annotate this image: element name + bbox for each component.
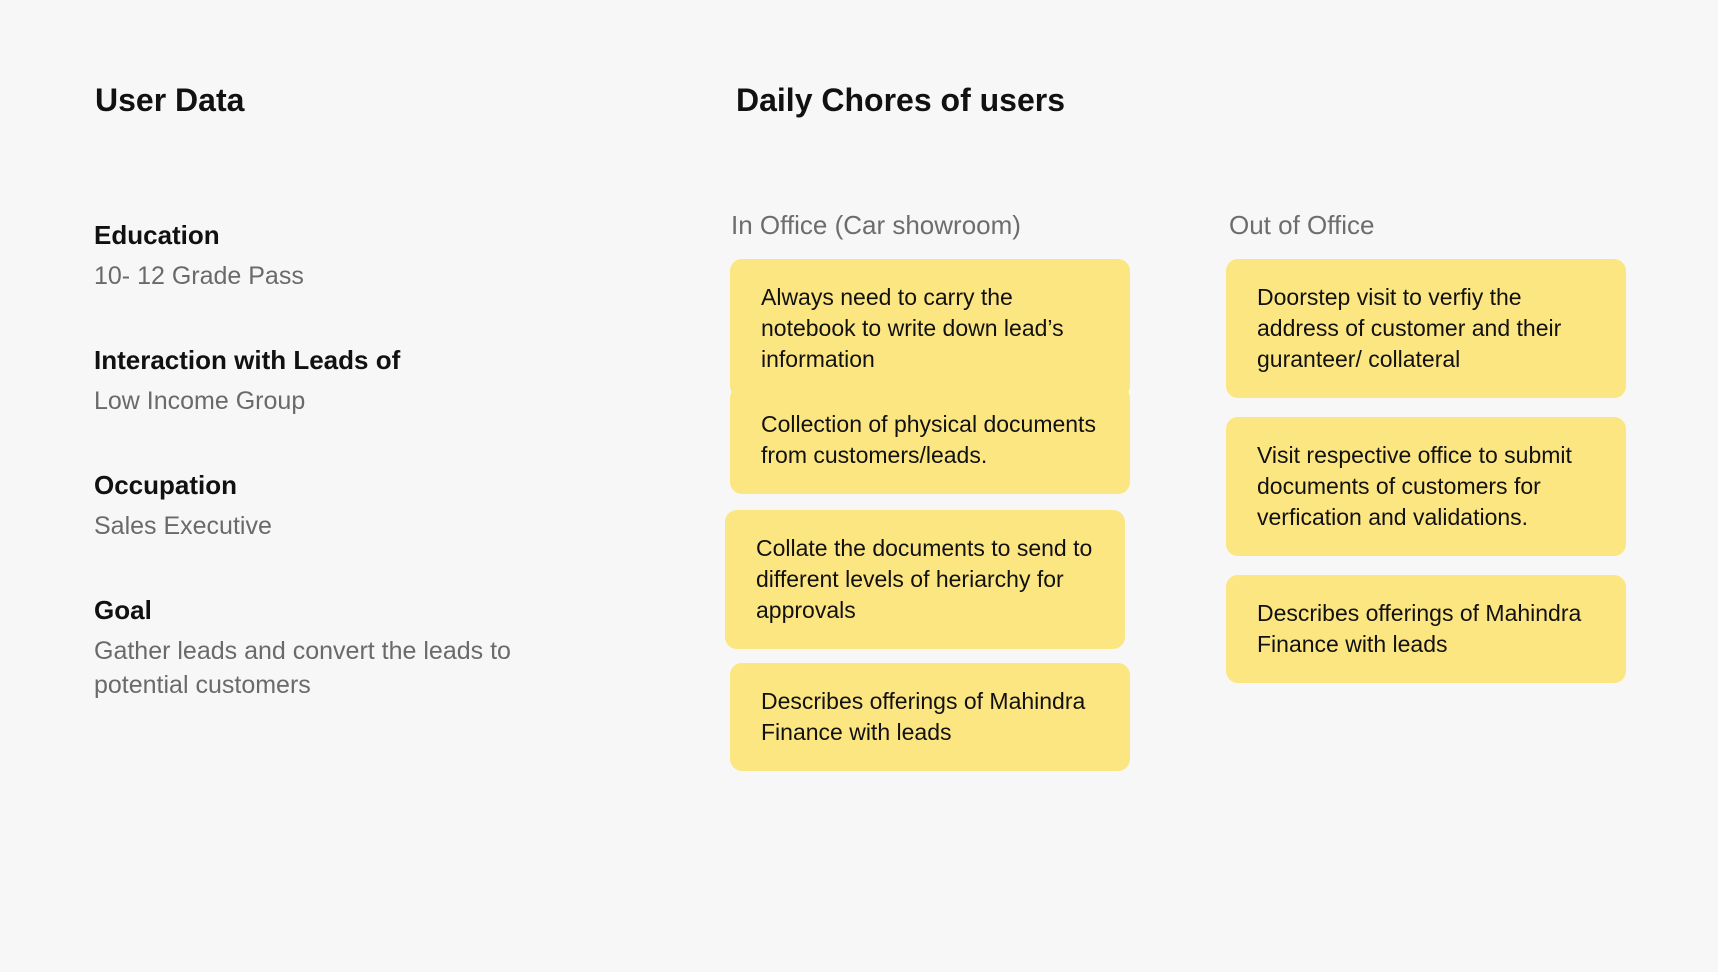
education-value: 10- 12 Grade Pass — [94, 262, 304, 290]
out-of-office-title: Out of Office — [1229, 210, 1375, 240]
in-office-card: Describes offerings of Mahindra Finance … — [730, 663, 1130, 771]
goal-value: Gather leads and convert the leads to po… — [94, 637, 511, 699]
interaction-value: Low Income Group — [94, 387, 306, 415]
daily-chores-heading: Daily Chores of users — [736, 82, 1065, 118]
interaction-label: Interaction with Leads of — [94, 345, 401, 375]
in-office-card: Collate the documents to send to differe… — [725, 510, 1125, 649]
out-of-office-card: Describes offerings of Mahindra Finance … — [1226, 575, 1626, 683]
in-office-card: Always need to carry the notebook to wri… — [730, 259, 1130, 398]
in-office-card: Collection of physical documents from cu… — [730, 386, 1130, 494]
user-data-heading: User Data — [95, 82, 245, 118]
goal-label: Goal — [94, 595, 152, 625]
out-of-office-card: Doorstep visit to verfiy the address of … — [1226, 259, 1626, 398]
in-office-title: In Office (Car showroom) — [731, 210, 1021, 240]
occupation-label: Occupation — [94, 470, 238, 500]
out-of-office-card: Visit respective office to submit docume… — [1226, 417, 1626, 556]
education-label: Education — [94, 220, 220, 250]
occupation-value: Sales Executive — [94, 512, 272, 540]
